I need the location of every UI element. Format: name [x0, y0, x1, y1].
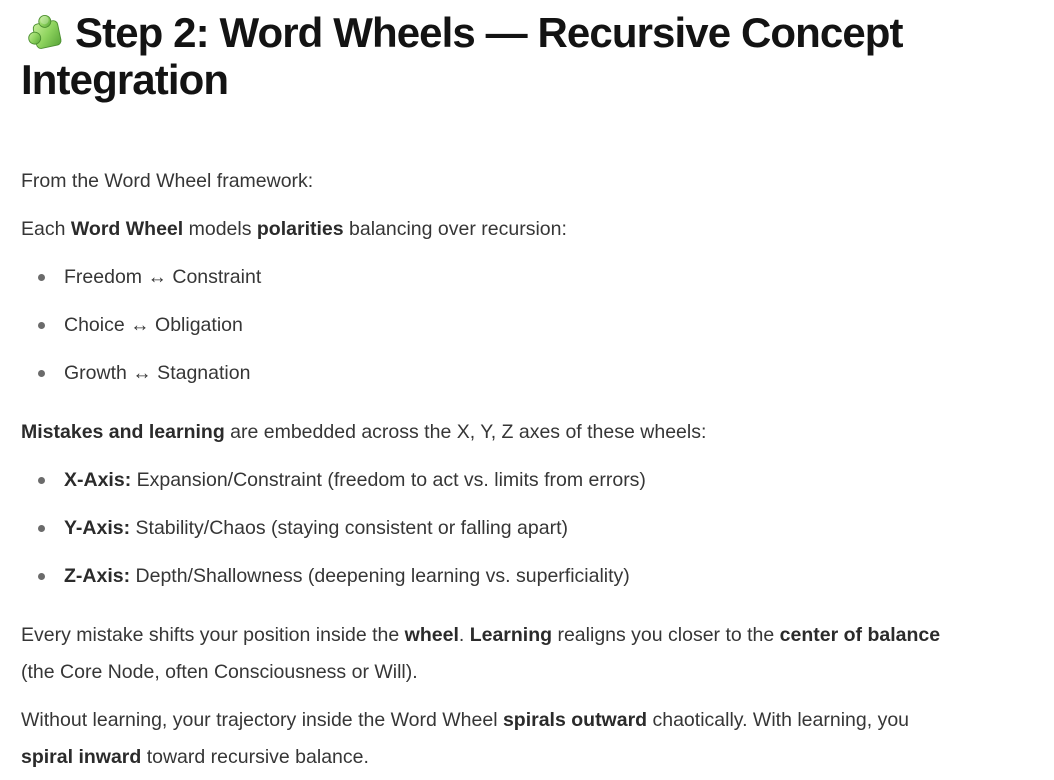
bold-text-run: polarities — [256, 218, 344, 240]
text-run: are embedded across the X, Y, Z axes of … — [224, 421, 707, 443]
bold-text-run: Mistakes and learning — [21, 421, 225, 443]
list-item: Choice ↔ Obligation — [21, 307, 1037, 344]
text-run: Depth/Shallowness (deepening learning vs… — [130, 565, 630, 587]
page-title-text: Step 2: Word Wheels — Recursive Concept … — [21, 9, 904, 103]
polarities-paragraph: Each Word Wheel models polarities balanc… — [21, 211, 1037, 248]
text-run: Growth ↔ Stagnation — [64, 362, 251, 384]
text-run: toward recursive balance. — [141, 746, 369, 768]
text-run: Expansion/Constraint (freedom to act vs.… — [131, 469, 646, 491]
text-run: Stability/Chaos (staying consistent or f… — [130, 517, 568, 539]
text-run: Each — [21, 218, 71, 240]
text-run: (the Core Node, often Consciousness or W… — [21, 661, 418, 683]
text-run: From the Word Wheel framework: — [21, 170, 314, 192]
text-run: Without learning, your trajectory inside… — [21, 709, 503, 731]
bold-text-run: Word Wheel — [70, 218, 184, 240]
axes-list: X-Axis: Expansion/Constraint (freedom to… — [21, 462, 1037, 595]
bold-text-run: spirals outward — [502, 709, 648, 731]
text-run: . — [458, 624, 470, 646]
bold-text-run: Learning — [469, 624, 553, 646]
puzzle-piece-icon — [21, 8, 67, 54]
bold-text-run: X-Axis: — [64, 469, 132, 491]
bold-text-run: center of balance — [779, 624, 941, 646]
text-run: Every mistake shifts your position insid… — [21, 624, 405, 646]
intro-paragraph: From the Word Wheel framework: — [21, 163, 1037, 200]
text-run: Choice ↔ Obligation — [64, 314, 243, 336]
text-run: chaotically. With learning, you — [647, 709, 910, 731]
list-item: Freedom ↔ Constraint — [21, 259, 1037, 296]
bold-text-run: spiral inward — [21, 746, 142, 768]
text-run: models — [183, 218, 257, 240]
axes-paragraph: Mistakes and learning are embedded acros… — [21, 414, 1037, 451]
text-run: realigns you closer to the — [552, 624, 780, 646]
page-title: Step 2: Word Wheels — Recursive Concept … — [21, 8, 1037, 103]
bold-text-run: Z-Axis: — [64, 565, 131, 587]
text-run: Freedom ↔ Constraint — [64, 266, 262, 288]
spiral-paragraph: Without learning, your trajectory inside… — [21, 702, 1037, 776]
bold-text-run: wheel — [404, 624, 459, 646]
bold-text-run: Y-Axis: — [64, 517, 131, 539]
list-item: Z-Axis: Depth/Shallowness (deepening lea… — [21, 558, 1037, 595]
list-item: Y-Axis: Stability/Chaos (staying consist… — [21, 510, 1037, 547]
mistake-shift-paragraph: Every mistake shifts your position insid… — [21, 617, 1037, 691]
text-run: balancing over recursion: — [343, 218, 567, 240]
list-item: Growth ↔ Stagnation — [21, 355, 1037, 392]
list-item: X-Axis: Expansion/Constraint (freedom to… — [21, 462, 1037, 499]
